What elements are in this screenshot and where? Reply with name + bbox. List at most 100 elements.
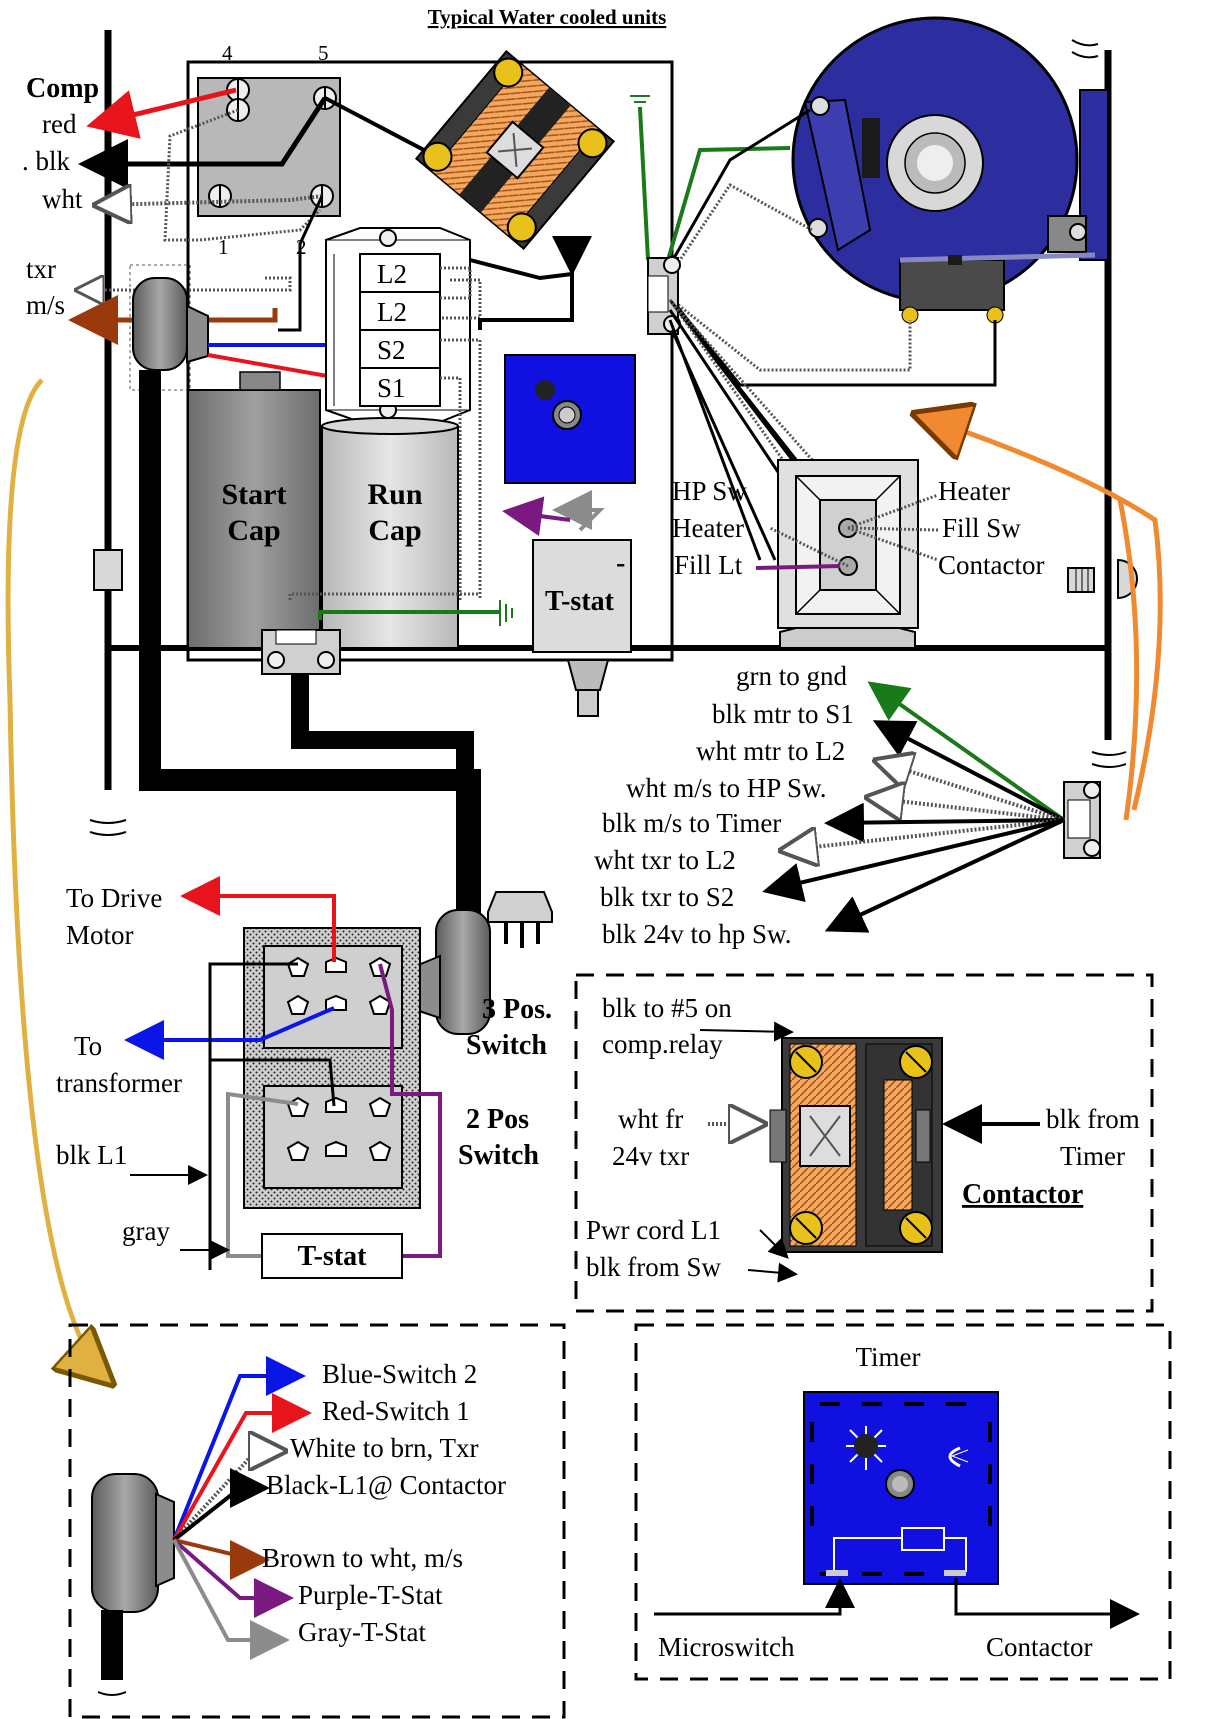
ground-symbol-top bbox=[630, 95, 650, 261]
switchbox-right-3: Contactor bbox=[938, 550, 1044, 580]
plug-legend-frame bbox=[68, 1323, 566, 1719]
left-label-ms: m/s bbox=[26, 290, 65, 320]
wire-blk-switch bbox=[208, 962, 336, 1270]
timer-panel-title: Timer bbox=[855, 1342, 920, 1372]
wire-gray-switch bbox=[226, 1091, 299, 1258]
harness-wires bbox=[762, 681, 1066, 933]
to-drive-label-1: To Drive bbox=[66, 883, 162, 913]
wire-blk-comp bbox=[78, 96, 328, 189]
wire-cap-dotted bbox=[288, 592, 480, 600]
power-cord-2 bbox=[291, 674, 474, 920]
three-pos-label-2: Switch bbox=[466, 1030, 547, 1061]
wall-plug bbox=[487, 891, 553, 948]
to-transformer-label-1: To bbox=[74, 1031, 102, 1061]
switchbox-right-1: Heater bbox=[938, 476, 1010, 506]
plug-legend-item-2: Red-Switch 1 bbox=[322, 1396, 470, 1426]
comp-wire-wht-label: wht bbox=[42, 184, 83, 214]
plug-legend-item-4: Black-L1@ Contactor bbox=[266, 1470, 506, 1500]
terminal-row-2: L2 bbox=[377, 297, 407, 327]
wire-green-motor bbox=[666, 146, 791, 261]
timer-right-label: Contactor bbox=[986, 1632, 1092, 1662]
two-pos-label-1: 2 Pos bbox=[466, 1104, 529, 1135]
harness-label-2: blk mtr to S1 bbox=[712, 699, 854, 729]
orange-pointer-arrow bbox=[920, 416, 1163, 811]
wire-s1-down bbox=[440, 376, 462, 600]
wire-micro-blk bbox=[670, 299, 997, 387]
comp-wire-blk-label: . blk bbox=[22, 146, 71, 176]
contactor-blk5-label-2: comp.relay bbox=[602, 1029, 723, 1059]
harness-connector-top bbox=[647, 256, 681, 335]
comp-label: Comp bbox=[26, 73, 99, 104]
cord-strain-terminal bbox=[261, 629, 341, 675]
switchbox-left-1: HP Sw bbox=[672, 476, 747, 506]
wire-purple-switch bbox=[378, 963, 442, 1258]
drive-motor bbox=[791, 16, 1109, 324]
relay-terminal-4: 4 bbox=[222, 41, 233, 65]
timer-left-label: Microswitch bbox=[658, 1632, 795, 1662]
run-cap-label-2: Cap bbox=[368, 514, 421, 547]
tstat-minus: - bbox=[616, 548, 625, 579]
wire-microswitch bbox=[654, 1578, 855, 1616]
relay-terminal-5: 5 bbox=[318, 41, 329, 65]
contactor-blk5-label-1: blk to #5 on bbox=[602, 993, 732, 1023]
relay-terminal-1: 1 bbox=[218, 235, 229, 259]
power-cord-plug-top bbox=[129, 264, 351, 391]
harness-label-4: wht m/s to HP Sw. bbox=[626, 773, 827, 803]
plug-legend-wires bbox=[172, 1356, 312, 1660]
harness-label-1: grn to gnd bbox=[736, 661, 847, 691]
start-cap-label-1: Start bbox=[222, 478, 287, 511]
gold-pointer-arrow bbox=[5, 378, 108, 1380]
harness-label-6: wht txr to L2 bbox=[594, 845, 736, 875]
harness-label-3: wht mtr to L2 bbox=[696, 736, 845, 766]
page-title: Typical Water cooled units bbox=[428, 5, 667, 29]
timer-bottom bbox=[803, 1391, 999, 1585]
contactor-blkfrom-label-2: Timer bbox=[1060, 1141, 1125, 1171]
contactor-pwr-label-1: Pwr cord L1 bbox=[586, 1215, 721, 1245]
plug-legend-item-6: Purple-T-Stat bbox=[298, 1580, 443, 1610]
switch-box bbox=[777, 459, 919, 649]
timer-top bbox=[504, 354, 636, 484]
contactor-whtfr-label-2: 24v txr bbox=[612, 1141, 689, 1171]
to-drive-label-2: Motor bbox=[66, 920, 134, 950]
tstat-bottom-label: T-stat bbox=[298, 1241, 368, 1272]
wire-bundle-to-switchbox bbox=[668, 299, 822, 491]
wire-red-comp bbox=[86, 87, 237, 139]
blk-l1-label: blk L1 bbox=[56, 1140, 127, 1170]
wire-ground-green bbox=[318, 610, 500, 620]
wire-relay-1-dotted bbox=[163, 108, 322, 242]
wire-terminal-to-contactor bbox=[469, 258, 573, 281]
wire-relay-2 bbox=[278, 195, 324, 332]
mount-screw-right bbox=[1067, 558, 1138, 600]
contactor-top bbox=[414, 49, 616, 251]
terminal-row-4: S1 bbox=[377, 373, 406, 403]
harness-label-7: blk txr to S2 bbox=[600, 882, 734, 912]
orange-pointer-arrow-2 bbox=[1117, 499, 1140, 821]
plug-legend-plug bbox=[91, 1473, 175, 1696]
wire-micro-dotted bbox=[671, 298, 912, 372]
switchbox-left-3: Fill Lt bbox=[674, 550, 743, 580]
tstat-label: T-stat bbox=[545, 586, 615, 617]
plug-legend-item-7: Gray-T-Stat bbox=[298, 1617, 426, 1647]
run-cap-label-1: Run bbox=[367, 478, 422, 511]
tstat-bottom-box bbox=[261, 1233, 403, 1279]
wire-to-transformer-blue bbox=[124, 1006, 335, 1060]
wire-purple-filllt bbox=[755, 564, 841, 570]
wire-wht-motor bbox=[670, 183, 813, 273]
tstat-top: - T-stat bbox=[502, 490, 632, 717]
wire-contactor-to-wall bbox=[478, 236, 592, 330]
three-pos-label-1: 3 Pos. bbox=[482, 994, 552, 1025]
contactor-pwr-label-2: blk from Sw bbox=[586, 1252, 722, 1282]
switchbox-left-2: Heater bbox=[672, 513, 744, 543]
wire-timer-contactor bbox=[954, 1578, 1140, 1629]
comp-wire-red-label: red bbox=[42, 109, 77, 139]
harness-label-8: blk 24v to hp Sw. bbox=[602, 919, 792, 949]
switch-box-leader-lines bbox=[769, 493, 939, 568]
plug-top-switch bbox=[415, 909, 491, 1035]
terminal-block: L2 L2 S2 S1 bbox=[325, 227, 482, 423]
terminal-row-3: S2 bbox=[377, 335, 406, 365]
contactor-panel-frame bbox=[574, 973, 1154, 1313]
wire-to-drive-red bbox=[180, 876, 336, 962]
to-transformer-label-2: transformer bbox=[56, 1068, 182, 1098]
plug-legend-item-5: Brown to wht, m/s bbox=[262, 1543, 463, 1573]
